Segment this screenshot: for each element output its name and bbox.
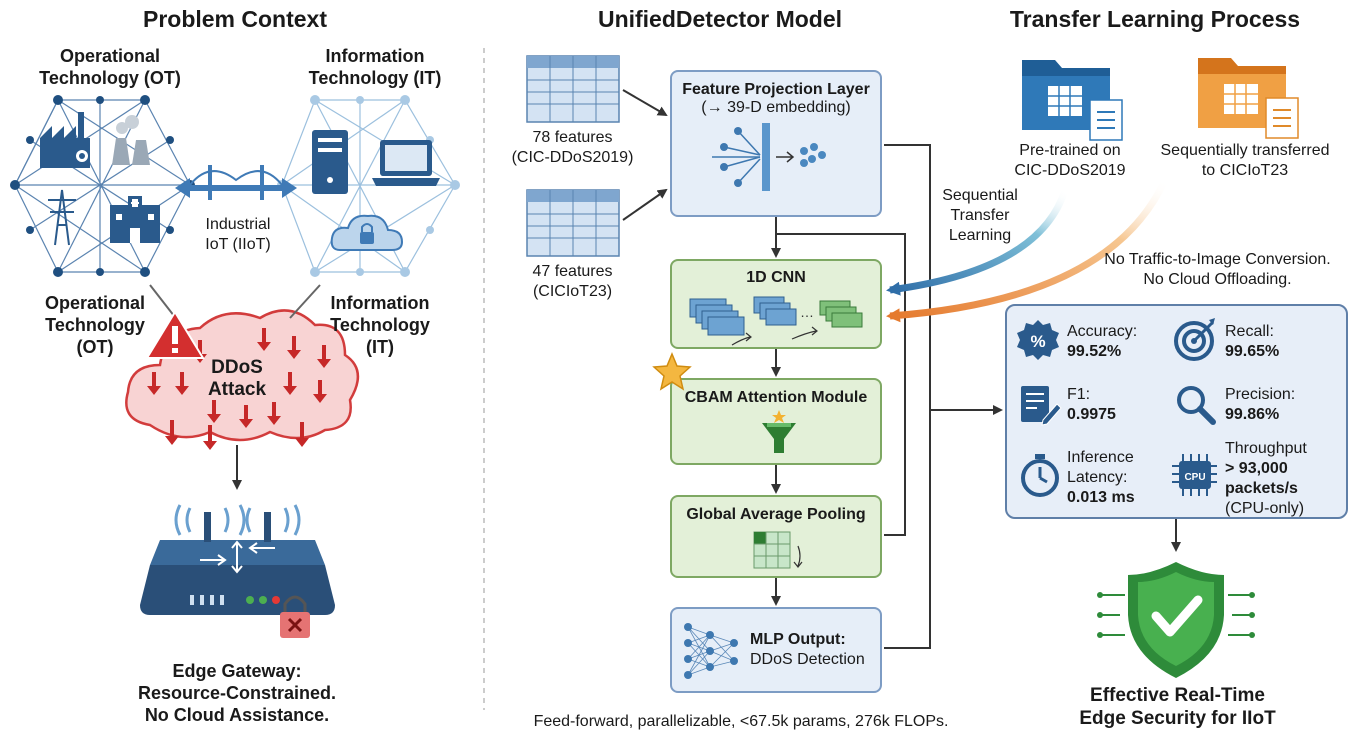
- cpu-chip-text: CPU: [1184, 472, 1205, 483]
- no-conversion-note: No Traffic-to-Image Conversion. No Cloud…: [1104, 251, 1331, 288]
- model-footer: Feed-forward, parallelizable, <67.5k par…: [533, 713, 949, 730]
- accuracy-label: Accuracy:: [1067, 323, 1138, 340]
- attack-arrows: [147, 328, 331, 450]
- ot-network: [14, 99, 191, 273]
- stopwatch-icon: [1021, 454, 1059, 497]
- laptop-icon: [372, 140, 440, 186]
- accuracy-value: 99.52%: [1067, 343, 1122, 360]
- star-icon: [652, 352, 692, 391]
- skip-connection-line: [776, 233, 906, 536]
- cbam-box: CBAM Attention Module: [670, 378, 882, 465]
- table-icon-ciciot23: [526, 189, 620, 257]
- cbam-title: CBAM Attention Module: [684, 389, 868, 406]
- ot-label-top: Operational Technology (OT): [39, 46, 181, 88]
- svg-text:%: %: [1030, 332, 1045, 351]
- neural-network-icon: [684, 623, 738, 679]
- factory-icon: [40, 112, 90, 168]
- shield-icon: [1097, 562, 1255, 678]
- input-label-ciciot23: 47 features (CICIoT23): [532, 263, 613, 300]
- conclusion-label: Effective Real-Time Edge Security for II…: [1079, 685, 1276, 729]
- throughput-note: (CPU-only): [1225, 500, 1305, 517]
- warning-icon: [145, 310, 205, 359]
- edge-gateway-router-icon: [140, 504, 335, 615]
- f1-label: F1:: [1067, 386, 1091, 403]
- ddos-attack-label: DDoS Attack: [207, 357, 267, 400]
- projection-title: Feature Projection Layer: [682, 81, 870, 98]
- throughput-label: Throughput: [1225, 440, 1307, 457]
- svg-text:…: …: [800, 304, 814, 320]
- bridge-icon: [175, 165, 297, 200]
- input-label-cicddos2019: 78 features (CIC-DDoS2019): [511, 129, 634, 166]
- target-icon: [1174, 318, 1215, 361]
- gap-title: Global Average Pooling: [686, 506, 866, 523]
- f1-value: 0.9975: [1067, 406, 1116, 423]
- table-icon-cicddos2019: [526, 55, 620, 123]
- gateway-label: Edge Gateway: Resource-Constrained. No C…: [137, 661, 337, 725]
- gap-box: Global Average Pooling: [670, 495, 882, 578]
- mlp-subtitle: DDoS Detection: [750, 651, 865, 668]
- precision-label: Precision:: [1225, 386, 1296, 403]
- problem-title: Problem Context: [142, 6, 328, 32]
- model-title: UnifiedDetector Model: [597, 6, 843, 32]
- folder-icon-pretrained: [1022, 60, 1123, 141]
- mlp-title: MLP Output:: [750, 631, 846, 648]
- input2-arrow: [622, 188, 668, 221]
- sequential-label: Sequentially transferred to CICIoT23: [1160, 142, 1330, 179]
- folder-icon-sequential: [1198, 58, 1299, 139]
- pretrained-label: Pre-trained on CIC-DDoS2019: [1014, 142, 1126, 179]
- mlp-box: MLP Output: DDoS Detection: [670, 607, 882, 693]
- precision-value: 99.86%: [1225, 406, 1280, 423]
- hospital-icon: [110, 196, 160, 243]
- server-icon: [312, 130, 348, 194]
- it-label-top: Information Technology (IT): [308, 46, 442, 88]
- cloud-lock-icon: [330, 214, 404, 251]
- transfer-arrow-pretrained: [886, 188, 1069, 296]
- funnel-icon: [762, 410, 796, 453]
- sequential-transfer-label: Sequential Transfer Learning: [942, 187, 1018, 244]
- power-plant-icon: [112, 115, 150, 165]
- metrics-panel: % Accuracy: 99.52% Recall: 99.65% F1: 0.…: [1005, 304, 1348, 519]
- document-edit-icon: [1021, 386, 1062, 426]
- projection-icon: [712, 123, 826, 191]
- transfer-arrow-sequential: [886, 178, 1169, 323]
- cpu-chip-icon: CPU: [1172, 454, 1217, 496]
- power-tower-icon: [48, 189, 76, 246]
- recall-label: Recall:: [1225, 323, 1274, 340]
- latency-value: 0.013 ms: [1067, 489, 1135, 506]
- feature-projection-box: Feature Projection Layer (→ 39-D embeddi…: [670, 70, 882, 217]
- cnn-title: 1D CNN: [746, 269, 806, 286]
- projection-subtitle: (→ 39-D embedding): [701, 99, 851, 116]
- magnifier-icon: [1177, 386, 1216, 425]
- bridge-label: Industrial IoT (IIoT): [205, 216, 271, 253]
- recall-value: 99.65%: [1225, 343, 1280, 360]
- cnn-box: 1D CNN …: [670, 259, 882, 349]
- input1-arrow: [622, 89, 668, 117]
- latency-label: Inference Latency:: [1067, 449, 1134, 486]
- it-to-cloud-line: [289, 284, 321, 319]
- pooling-icon: [753, 531, 803, 569]
- lock-error-icon: [280, 595, 310, 638]
- it-label-bottom: Information Technology (IT): [330, 293, 430, 357]
- output-bus-line: [884, 144, 931, 649]
- cnn-icon: …: [689, 296, 863, 346]
- ot-label-bottom: Operational Technology (OT): [44, 293, 146, 357]
- throughput-value: > 93,000 packets/s: [1225, 460, 1298, 497]
- transfer-title: Transfer Learning Process: [1009, 6, 1301, 32]
- percent-badge-icon: %: [1017, 320, 1059, 360]
